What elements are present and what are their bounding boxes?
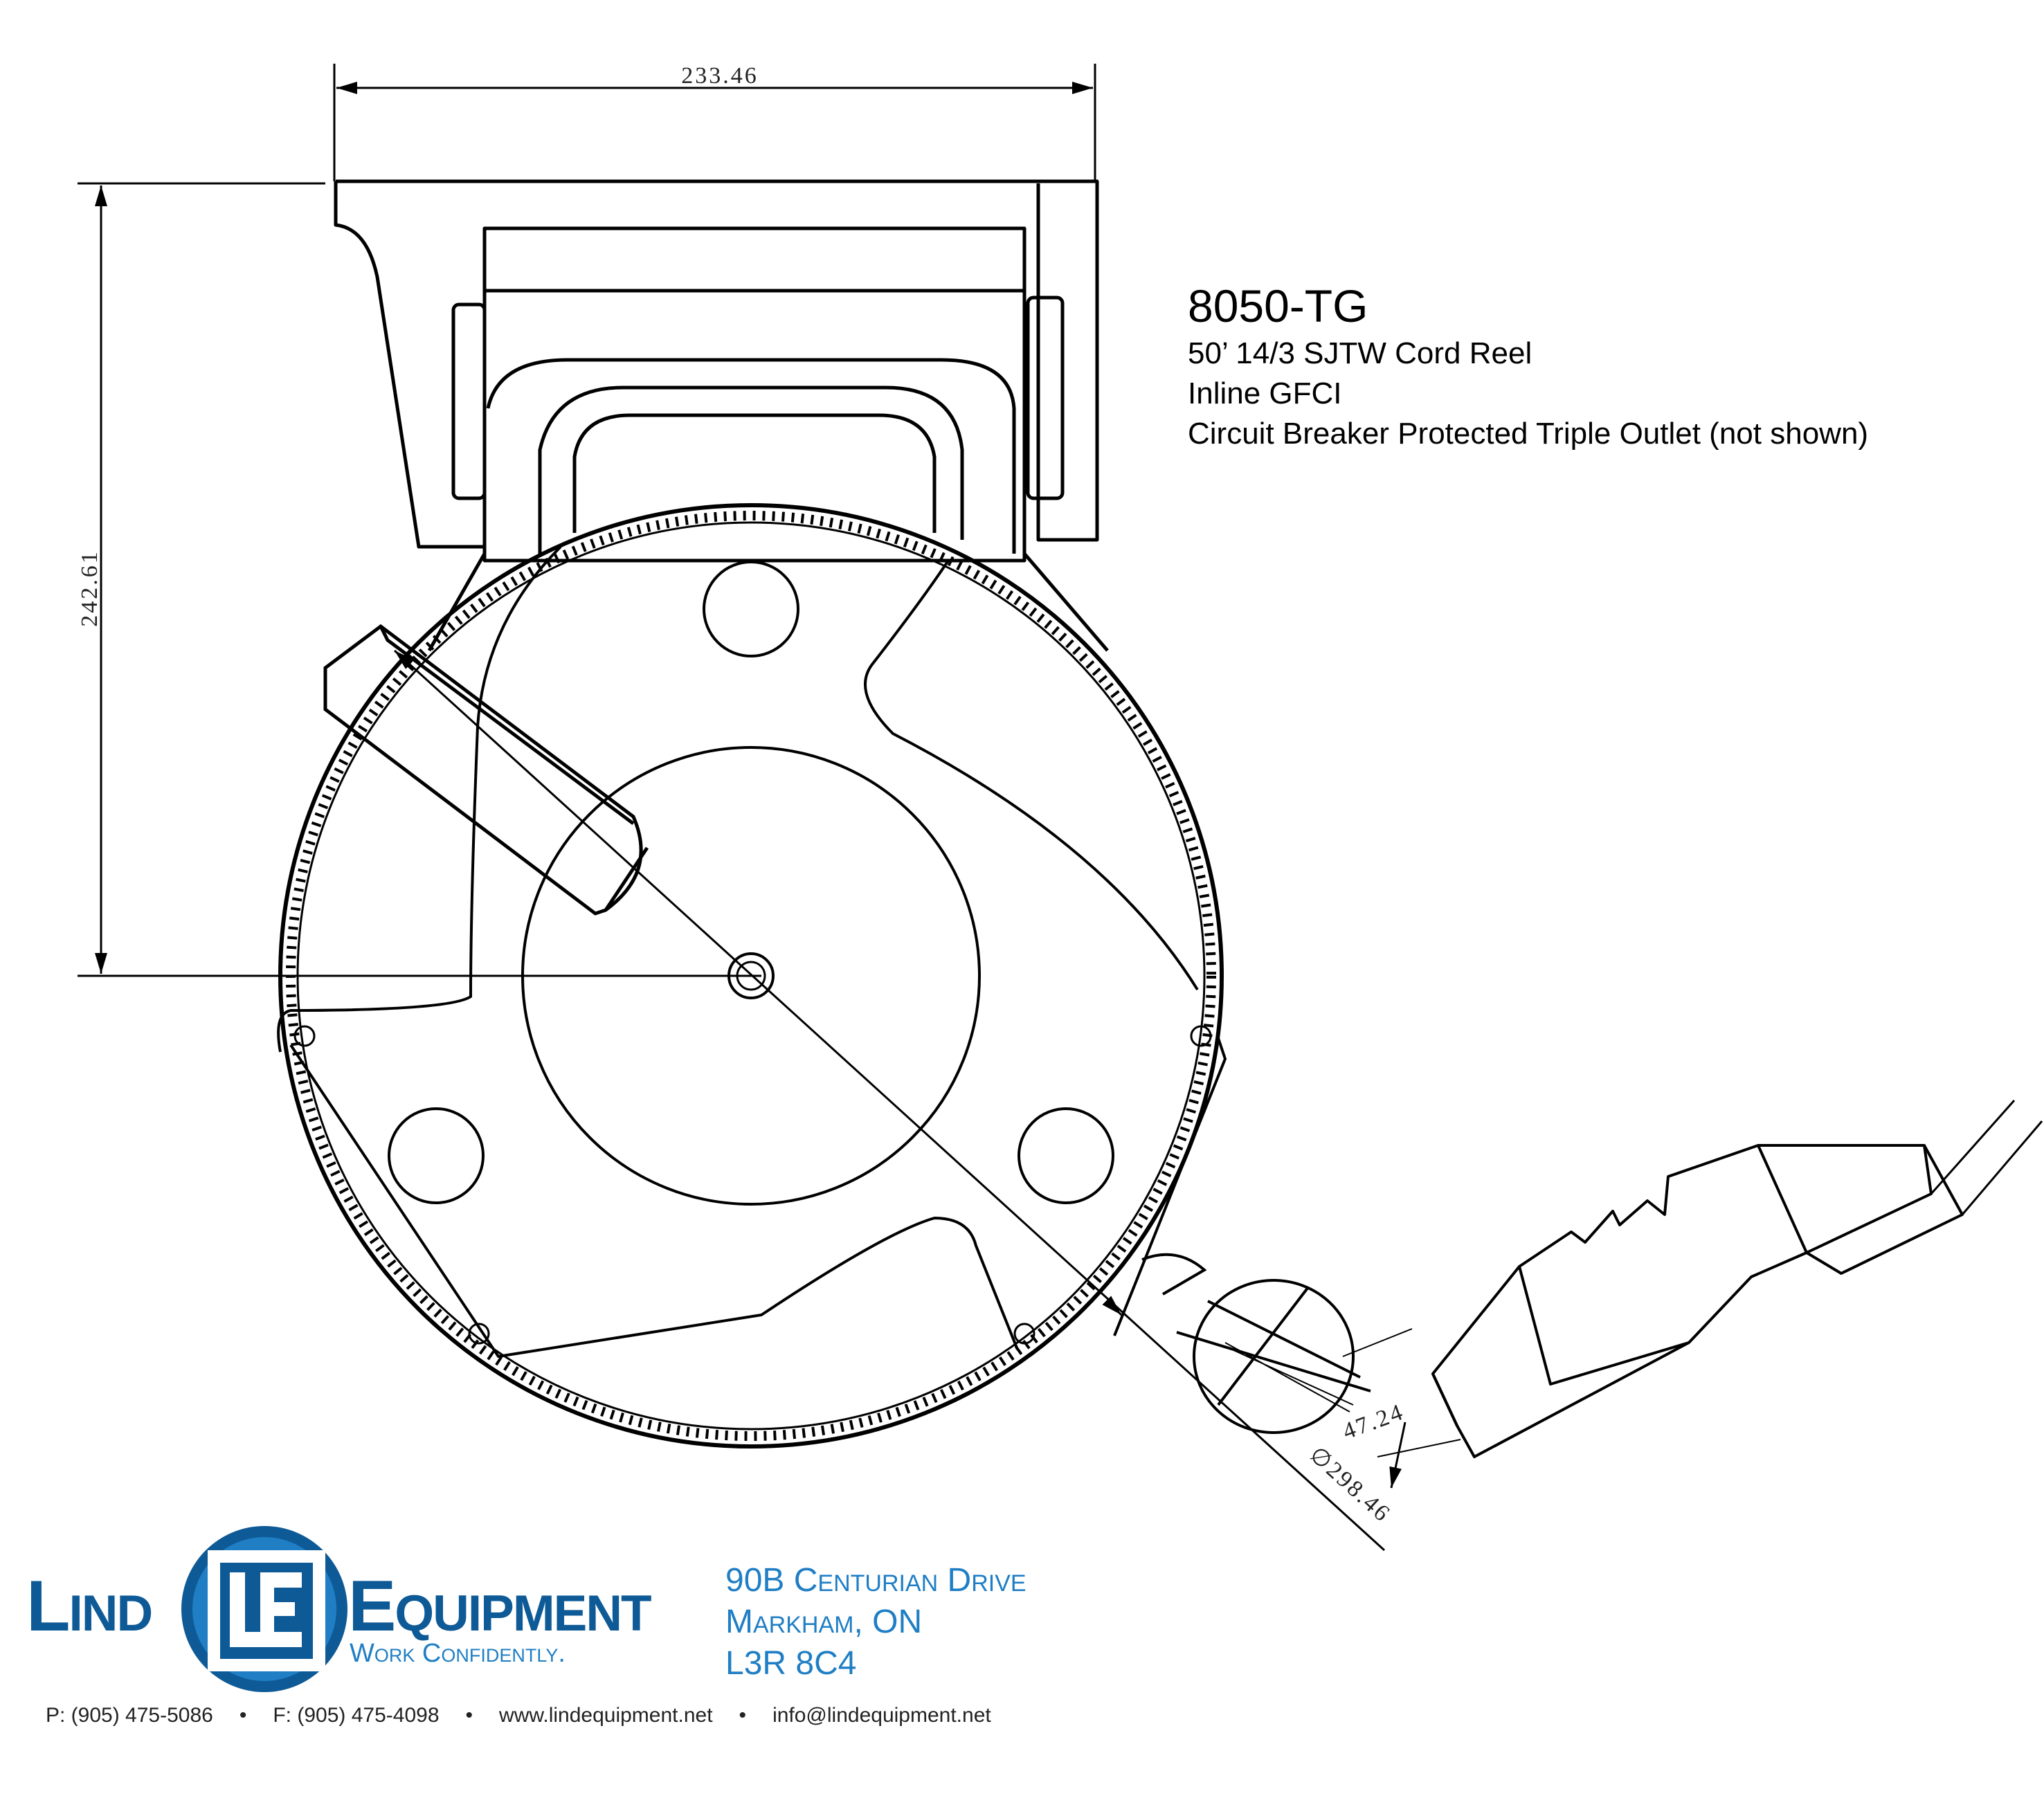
address-line-3: L3R 8C4 — [725, 1645, 857, 1682]
website-link[interactable]: www.lindequipment.net — [499, 1704, 713, 1727]
brand-name-right: Equipment — [348, 1566, 652, 1646]
inline-gfci — [1342, 1100, 2043, 1458]
company-address: 90B Centurian Drive Markham, ON L3R 8C4 — [725, 1560, 1026, 1685]
logo-badge — [181, 1526, 347, 1692]
height-dimension-label: 242.61 — [77, 550, 102, 627]
email-link[interactable]: info@lindequipment.net — [772, 1704, 991, 1727]
contact-bar: P: (905) 475-5086 • F: (905) 475-4098 • … — [46, 1704, 991, 1727]
mounting-bracket — [334, 179, 1109, 652]
product-model: 8050-TG — [1188, 280, 1368, 332]
diameter-label: ∅298.46 — [1304, 1441, 1397, 1528]
cord-dimension — [1389, 1422, 1407, 1489]
phone-number: P: (905) 475-5086 — [46, 1704, 213, 1727]
brand-name-left: Lind — [26, 1566, 153, 1646]
product-info: 8050-TG 50’ 14/3 SJTW Cord Reel Inline G… — [1188, 278, 1868, 454]
cord-dimension-label: 47.24 — [1339, 1399, 1408, 1444]
width-dimension — [333, 64, 1096, 181]
fax-number: F: (905) 475-4098 — [273, 1704, 440, 1727]
product-line-2: Inline GFCI — [1188, 376, 1342, 410]
height-dimension — [78, 182, 761, 977]
address-line-2: Markham, ON — [725, 1604, 923, 1640]
diameter-leader — [393, 649, 1386, 1552]
bullet-separator: • — [239, 1704, 247, 1727]
product-line-1: 50’ 14/3 SJTW Cord Reel — [1188, 336, 1532, 370]
reel-body — [277, 503, 1227, 1449]
brand-tagline: Work Confidently. — [350, 1639, 566, 1668]
bullet-separator: • — [739, 1704, 747, 1727]
product-line-3: Circuit Breaker Protected Triple Outlet … — [1188, 417, 1869, 451]
address-line-1: 90B Centurian Drive — [725, 1562, 1026, 1599]
width-dimension-label: 233.46 — [681, 63, 759, 89]
cord-guide — [1141, 1253, 1371, 1434]
bullet-separator: • — [465, 1704, 473, 1727]
